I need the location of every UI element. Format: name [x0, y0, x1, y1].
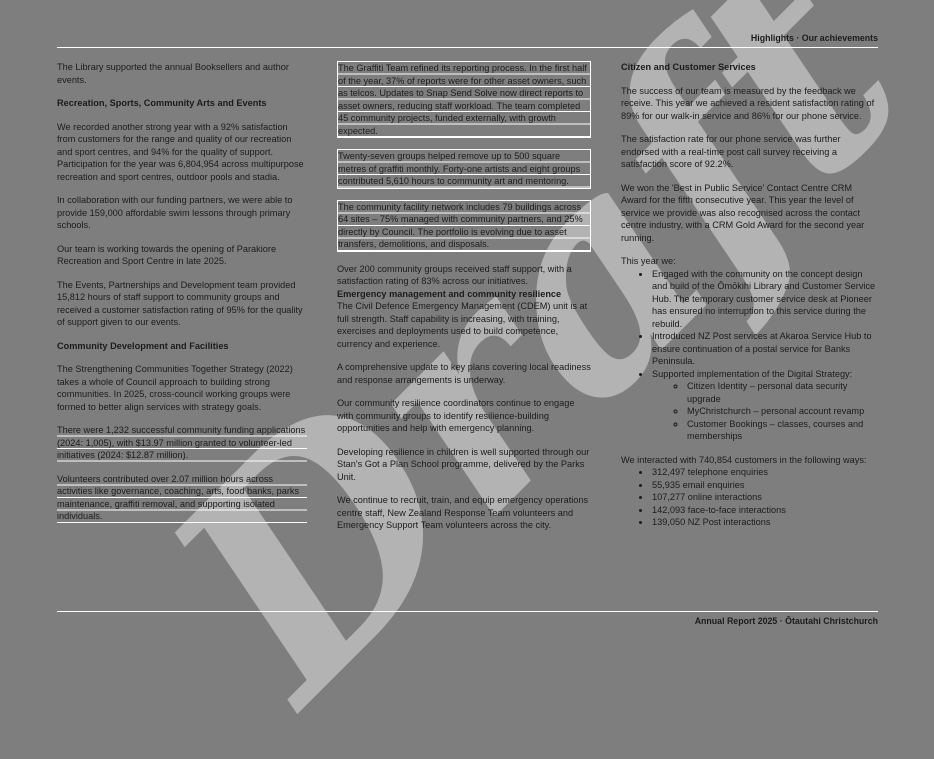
list-item: 142,093 face-to-face interactions	[651, 504, 878, 517]
bullet-text: Supported implementation of the Digital …	[652, 368, 853, 379]
paragraph-swim-lessons: In collaboration with our funding partne…	[57, 195, 293, 230]
bullet-text: Introduced NZ Post services at Akaroa Se…	[652, 331, 872, 366]
bullet-text: 55,935 email enquiries	[652, 479, 745, 490]
list-item: 107,277 online interactions	[651, 491, 878, 504]
paragraph-resilience-coordinators: Our community resilience coordinators co…	[337, 398, 575, 433]
paragraph-facility-network: The community facility network includes …	[337, 199, 591, 252]
section-heading-community-development: Community Development and Facilities	[57, 340, 229, 351]
bullet-text: Engaged with the community on the concep…	[652, 268, 876, 329]
list-item: Customer Bookings – classes, courses and…	[686, 418, 878, 443]
section-heading-emergency-management: Emergency management and community resil…	[337, 288, 562, 299]
bullet-text: Citizen Identity – personal data securit…	[687, 381, 848, 404]
list-item: Engaged with the community on the concep…	[651, 268, 878, 331]
paragraph-events-team: The Events, Partnerships and Development…	[57, 279, 303, 328]
paragraph-recreation-satisfaction: We recorded another strong year with a 9…	[57, 121, 304, 182]
this-year-bullet-list: Engaged with the community on the concep…	[621, 268, 878, 443]
page-header-title: Highlights · Our achievements	[750, 33, 878, 43]
paragraph-plans-update: A comprehensive update to key plans cove…	[337, 362, 591, 385]
content-columns: The Library supported the annual Booksel…	[57, 61, 878, 532]
section-heading-recreation: Recreation, Sports, Community Arts and E…	[57, 98, 267, 108]
paragraph-strengthening-strategy: The Strengthening Communities Together S…	[57, 364, 293, 412]
list-item: Supported implementation of the Digital …	[651, 368, 878, 443]
list-item: MyChristchurch – personal account revamp	[686, 405, 878, 418]
list-item: Introduced NZ Post services at Akaroa Se…	[651, 330, 878, 368]
footer-rule	[57, 611, 878, 612]
list-item: 139,050 NZ Post interactions	[651, 516, 878, 529]
header-rule	[57, 47, 878, 48]
bullet-text: 139,050 NZ Post interactions	[652, 517, 771, 527]
paragraph-graffiti-groups: Twenty-seven groups helped remove up to …	[337, 149, 591, 189]
bullet-text: 142,093 face-to-face interactions	[652, 504, 786, 515]
list-item: Citizen Identity – personal data securit…	[686, 380, 878, 405]
list-item: 55,935 email enquiries	[651, 479, 878, 492]
left-column: The Library supported the annual Booksel…	[57, 61, 307, 532]
paragraph-parakiore: Our team is working towards the opening …	[57, 243, 277, 267]
middle-column: The Graffiti Team refined its reporting …	[337, 61, 591, 532]
paragraph-community-funding: There were 1,232 successful community fu…	[57, 424, 307, 462]
paragraph-children-resilience: Developing resilience in children is wel…	[337, 446, 590, 482]
interactions-bullet-list: 312,497 telephone enquiries 55,935 email…	[621, 466, 878, 529]
paragraph-volunteer-hours: Volunteers contributed over 2.07 million…	[57, 472, 307, 523]
paragraph-interactions-intro: We interacted with 740,854 customers in …	[621, 454, 867, 465]
bullet-text: 312,497 telephone enquiries	[652, 467, 768, 477]
paragraph-recruit-train: We continue to recruit, train, and equip…	[337, 495, 589, 530]
section-heading-citizen-services: Citizen and Customer Services	[621, 62, 756, 72]
paragraph-crm-award: We won the 'Best in Public Service' Cont…	[621, 182, 865, 243]
list-item: 312,497 telephone enquiries	[651, 466, 878, 479]
page-footer-title: Annual Report 2025 · Ōtautahi Christchur…	[694, 616, 878, 626]
paragraph-groups-support: Over 200 community groups received staff…	[337, 263, 572, 287]
paragraph-this-year-intro: This year we:	[621, 256, 676, 266]
right-column: Citizen and Customer Services The succes…	[621, 61, 878, 532]
paragraph-graffiti-team: The Graffiti Team refined its reporting …	[337, 61, 591, 138]
paragraph-phone-survey: The satisfaction rate for our phone serv…	[621, 134, 841, 169]
bullet-text: 107,277 online interactions	[652, 492, 762, 502]
paragraph-feedback-rating: The success of our team is measured by t…	[621, 85, 875, 121]
bullet-text: MyChristchurch – personal account revamp	[687, 406, 865, 416]
digital-strategy-sublist: Citizen Identity – personal data securit…	[652, 380, 878, 443]
paragraph-library-events: The Library supported the annual Booksel…	[57, 62, 289, 85]
bullet-text: Customer Bookings – classes, courses and…	[687, 418, 864, 442]
paragraph-cdem-unit: The Civil Defence Emergency Management (…	[337, 301, 588, 349]
